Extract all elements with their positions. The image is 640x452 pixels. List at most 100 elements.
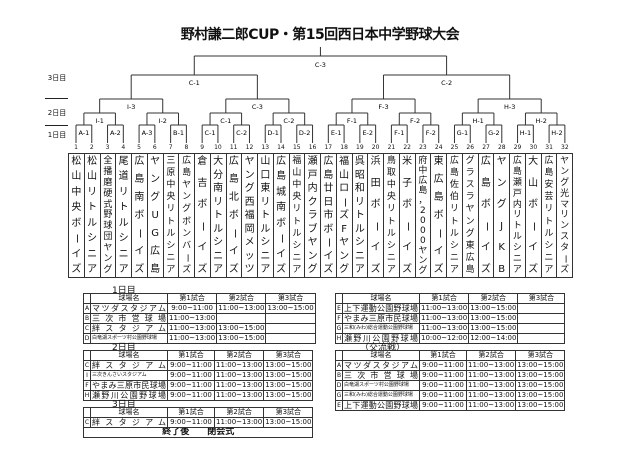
match-label: B-1 <box>173 129 184 137</box>
match-label: F-2 <box>426 129 436 137</box>
game-time: 13:00~15:00 <box>515 370 566 381</box>
closing-ceremony: 終了後 閉会式 <box>82 427 314 438</box>
match-label: H-1 <box>520 129 531 137</box>
venue-name: 絆スタジアム <box>90 417 168 428</box>
team-number: 19 <box>356 144 364 151</box>
team-number: 1 <box>74 144 78 151</box>
match-label: G-2 <box>488 129 500 137</box>
team-number: 9 <box>200 144 205 151</box>
venue-name: 白竜湖スポーツ村公園野球場 <box>342 380 420 391</box>
match-label: G-1 <box>457 129 469 137</box>
team-entry: 全播磨硬式野球団ヤング <box>101 154 117 277</box>
venue-code: E <box>335 400 343 411</box>
game-time: 13:00~15:00 <box>263 370 314 381</box>
game-time: 11:00~13:00 <box>166 333 218 344</box>
day2-label: 2日目 <box>47 109 67 117</box>
match-label: C-1 <box>220 117 231 125</box>
team-entry: 松山中央ボーイズ <box>69 154 85 277</box>
match-label: F-1 <box>347 117 357 125</box>
team-number: 23 <box>419 144 427 151</box>
column-header: 第1試合 <box>166 293 218 304</box>
game-time: 11:00~13:00 <box>216 303 267 314</box>
venue-name: 三次市営球場 <box>90 313 168 324</box>
game-time <box>265 313 316 324</box>
venue-code: I <box>83 370 91 381</box>
game-time: 9:00~11:00 <box>167 360 215 371</box>
match-label: C-2 <box>236 129 247 137</box>
team-entry: 呉昭和リトルシニア <box>353 154 369 277</box>
match-label: F-1 <box>394 129 404 137</box>
team-entry: 尾道リトルシニア <box>116 154 132 277</box>
venue-name: 三次市営球場 <box>342 370 420 381</box>
game-time: 13:00~15:00 <box>263 390 314 401</box>
team-entry: 鳥取中央リトルシニア <box>384 154 400 277</box>
venue-code: A <box>335 360 343 371</box>
team-list: 松山中央ボーイズ松山リトルシニア全播磨硬式野球団ヤング尾道リトルシニア広島南ボー… <box>68 153 573 278</box>
column-header: 第1試合 <box>419 350 467 361</box>
team-number: 29 <box>513 144 522 151</box>
team-number: 15 <box>292 144 301 151</box>
schedule-exchange-label: （交流戦） <box>360 343 406 353</box>
team-number: 2 <box>89 144 94 151</box>
team-entry: ヤング西福岡メッツ <box>242 154 258 277</box>
column-header: 球場名 <box>90 293 168 304</box>
team-number: 27 <box>482 144 490 151</box>
team-entry: 大山ボーイズ <box>526 154 542 277</box>
game-time: 13:00~15:00 <box>263 380 314 391</box>
game-time: 9:00~11:00 <box>167 380 215 391</box>
game-time: 11:00~13:00 <box>418 313 470 324</box>
team-number: 7 <box>168 144 173 151</box>
game-time: 9:00~11:00 <box>166 303 218 314</box>
team-number: 6 <box>152 144 157 151</box>
match-label: E-2 <box>362 129 373 137</box>
game-time: 11:00~13:00 <box>213 360 265 371</box>
team-number: 28 <box>497 144 506 151</box>
team-entry: 広島南ボーイズ <box>132 154 148 277</box>
game-time: 13:00~15:00 <box>265 303 316 314</box>
column-header: 第3試合 <box>263 407 314 418</box>
team-number: 22 <box>403 144 411 151</box>
team-entry: ヤング光マリンスターズ <box>559 156 570 275</box>
game-time: 12:00~14:00 <box>468 333 519 344</box>
game-time: 13:00~15:00 <box>468 323 519 334</box>
column-header: 球場名 <box>90 350 168 361</box>
match-label: H-2 <box>551 129 562 137</box>
team-entry: 広島廿日市ボーイズ <box>321 154 337 277</box>
venue-name: 上下運動公園野球場 <box>342 400 420 411</box>
match-label: C-2 <box>283 117 294 125</box>
venue-name: 上下運動公園野球場 <box>342 303 420 314</box>
venue-name: 絆スタジアム <box>90 360 168 371</box>
column-header: 第1試合 <box>167 350 215 361</box>
schedule-day2-label: 2日目 <box>112 343 136 353</box>
venue-code: E <box>335 303 343 314</box>
match-label: F-2 <box>410 117 420 125</box>
game-time: 9:00~11:00 <box>167 390 215 401</box>
game-time <box>517 333 566 344</box>
game-time <box>265 333 316 344</box>
column-header: 球場名 <box>342 293 420 304</box>
team-number: 4 <box>121 144 126 151</box>
team-entry: 広島ボーイズ <box>479 154 495 277</box>
match-label: D-1 <box>267 129 279 137</box>
match-label: F-3 <box>378 103 388 111</box>
game-time: 11:00~13:00 <box>213 390 265 401</box>
venue-code: B <box>335 370 343 381</box>
game-time: 11:00~13:00 <box>465 370 517 381</box>
game-time: 13:00~15:00 <box>263 417 314 428</box>
table-header: 球場名第1試合第2試合第3試合 <box>83 293 316 304</box>
team-number: 21 <box>387 144 396 151</box>
